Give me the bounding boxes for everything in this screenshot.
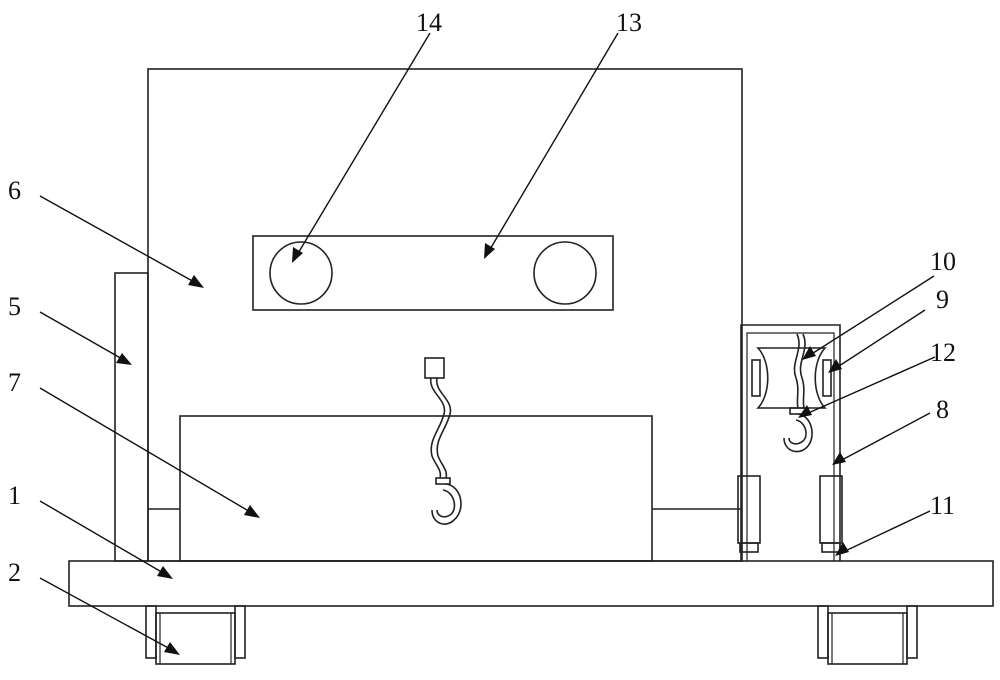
callout-10: 10 [930,247,956,276]
right-wheel [817,605,918,665]
right-roller [533,241,597,305]
callout-12: 12 [930,338,956,367]
main-housing [147,68,743,562]
left-wheel [145,605,246,665]
callout-14: 14 [416,8,442,37]
callout-6: 6 [8,176,21,205]
callout-13: 13 [616,8,642,37]
right-frame [737,324,843,561]
roller-panel [252,235,614,311]
base-plate [68,560,994,607]
callout-11: 11 [930,491,955,520]
center-hook [424,357,462,525]
callout-9: 9 [936,285,949,314]
callout-5: 5 [8,292,21,321]
callout-labels: 6 5 7 1 2 14 13 10 9 12 8 11 [8,8,956,587]
left-post [114,272,149,562]
callout-7: 7 [8,368,21,397]
left-roller [269,241,333,305]
callout-2: 2 [8,558,21,587]
lower-block [148,415,742,562]
leader-lines [39,32,936,655]
callout-8: 8 [936,395,949,424]
callout-1: 1 [8,481,21,510]
